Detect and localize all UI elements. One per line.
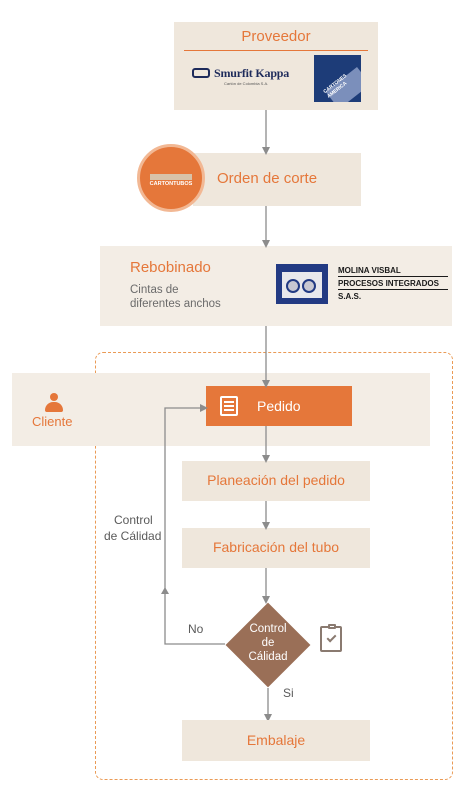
roll-icon xyxy=(302,279,316,293)
planeacion-box: Planeación del pedido xyxy=(182,461,370,501)
proveedor-divider xyxy=(184,50,368,51)
control-calidad-label: Control de Cálidad xyxy=(228,622,308,664)
person-body xyxy=(45,402,63,412)
smurfit-kappa-logo: Smurfit Kappa Cartón de Colombia S.A. xyxy=(192,66,304,92)
person-head xyxy=(50,393,58,401)
pedido-label: Pedido xyxy=(257,398,301,414)
loop-label-line1: Control xyxy=(114,513,153,527)
clipboard-check-icon xyxy=(320,624,342,652)
loop-label-line2: de Cálidad xyxy=(104,529,162,543)
smurfit-logo-text: Smurfit Kappa xyxy=(214,66,290,80)
embalaje-box: Embalaje xyxy=(182,720,370,761)
planeacion-label: Planeación del pedido xyxy=(207,472,345,488)
proveedor-title: Proveedor xyxy=(241,28,311,45)
rebobinado-title: Rebobinado xyxy=(130,259,211,276)
rebobinado-desc-line2: diferentes anchos xyxy=(130,298,221,310)
roll-icon xyxy=(286,279,300,293)
molina-logo-rule xyxy=(338,276,448,277)
orden-de-corte-label: Orden de corte xyxy=(217,170,318,187)
process-region xyxy=(95,352,453,780)
icon-line xyxy=(224,409,234,411)
cartontubos-logo-text: CARTONTUBOS xyxy=(149,181,193,187)
molina-logo-rule xyxy=(338,289,448,290)
molina-visbal-logo xyxy=(276,264,328,304)
clipboard-clip xyxy=(328,624,336,629)
rebobinado-box: Rebobinado Cintas de diferentes anchos M… xyxy=(100,246,452,326)
molina-logo-line1: MOLINA VISBAL xyxy=(338,266,401,275)
clipboard-edit-icon xyxy=(220,396,238,416)
decision-si-label: Si xyxy=(283,686,294,700)
pedido-box: Pedido xyxy=(206,386,352,426)
smurfit-mark-icon xyxy=(192,68,210,78)
icon-line xyxy=(224,405,234,407)
person-icon xyxy=(45,393,63,413)
check-mark xyxy=(326,632,337,643)
decision-no-label: No xyxy=(188,622,204,636)
rebobinado-desc-line1: Cintas de xyxy=(130,284,179,296)
cliente-label: Cliente xyxy=(32,414,73,429)
badge-bar xyxy=(150,174,192,180)
smurfit-logo-subtext: Cartón de Colombia S.A. xyxy=(224,81,269,86)
embalaje-label: Embalaje xyxy=(246,732,306,748)
cartontubos-badge: CARTONTUBOS xyxy=(137,144,205,212)
icon-line xyxy=(224,401,234,403)
orden-de-corte-box: Orden de corte xyxy=(193,153,361,206)
decision-line3: Cálidad xyxy=(248,651,288,663)
loop-arrow-head xyxy=(160,583,170,594)
proveedor-box: Proveedor Smurfit Kappa Cartón de Colomb… xyxy=(174,22,378,110)
molina-logo-line2: PROCESOS INTEGRADOS xyxy=(338,279,439,288)
fabricacion-label: Fabricación del tubo xyxy=(212,539,340,555)
arrow-feedback-loop xyxy=(164,404,225,645)
fabricacion-box: Fabricación del tubo xyxy=(182,528,370,568)
cartones-america-logo: CARTONES AMERICA xyxy=(314,55,361,102)
decision-line1: Control xyxy=(249,623,287,635)
molina-logo-panel xyxy=(282,272,322,298)
molina-logo-line3: S.A.S. xyxy=(338,292,362,301)
decision-line2: de xyxy=(261,637,275,649)
